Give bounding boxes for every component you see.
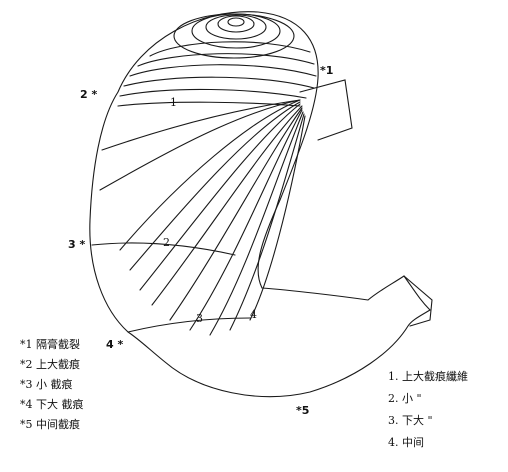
legend-markers: *1 隔膏截裂 *2 上大截痕 *3 小 截痕 *4 下大 截痕 *5 中间截痕 — [20, 335, 84, 435]
legend-item: 2. 小 " — [388, 388, 468, 410]
marker-3: 3 * — [68, 238, 85, 251]
fundus-ring-3 — [206, 15, 266, 39]
legend-item: 1. 上大截痕纖維 — [388, 366, 468, 388]
legend-item: 3. 下大 " — [388, 410, 468, 432]
fundus-ring-8 — [130, 65, 316, 76]
fibre-number-1: 1 — [170, 96, 177, 109]
legend-item: *2 上大截痕 — [20, 355, 84, 375]
marker-5: *5 — [296, 404, 309, 417]
pylorus — [404, 276, 432, 326]
legend-fibres: 1. 上大截痕纖維 2. 小 " 3. 下大 " 4. 中间 — [388, 366, 468, 454]
fibre-line — [140, 104, 300, 290]
fibre-line — [210, 112, 303, 335]
legend-item: *5 中间截痕 — [20, 415, 84, 435]
marker-4: 4 * — [106, 338, 123, 351]
fundus-ring-9 — [124, 77, 314, 88]
legend-item: *1 隔膏截裂 — [20, 335, 84, 355]
fundus-ring-7 — [138, 54, 314, 66]
marker-2: 2 * — [80, 88, 97, 101]
fundus-ring-1 — [228, 18, 244, 26]
fibre-number-3: 3 — [196, 312, 203, 325]
fibre-number-4: 4 — [250, 308, 257, 321]
legend-item: *3 小 截痕 — [20, 375, 84, 395]
body-band — [128, 318, 250, 332]
fundus-ring-5 — [174, 14, 294, 58]
fibre-line — [170, 108, 302, 320]
esophagus — [300, 80, 352, 140]
fibre-line — [230, 114, 304, 330]
fundus-ring-10 — [120, 89, 306, 98]
legend-item: 4. 中间 — [388, 432, 468, 454]
marker-1: *1 — [320, 64, 333, 77]
legend-item: *4 下大 截痕 — [20, 395, 84, 415]
fibre-line — [152, 106, 302, 305]
stomach-outline — [90, 12, 430, 397]
fibre-line — [120, 100, 300, 250]
fibre-number-2: 2 — [163, 236, 170, 249]
